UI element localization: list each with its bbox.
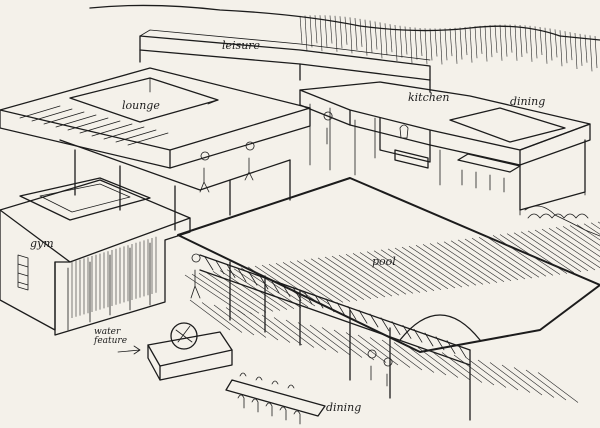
label-kitchen: kitchen [408,91,450,104]
right-hedge [524,205,600,237]
water-feature-arrow [117,345,141,355]
label-pool: pool [372,255,396,268]
label-dining-top: dining [510,95,546,108]
water-feature [147,322,233,381]
label-leisure: leisure [222,39,261,52]
label-gym: gym [30,237,54,250]
kitchen-dining-pavilion [299,81,591,216]
people [190,111,393,387]
lounge-wing [0,67,311,169]
dining-table-bottom [225,372,326,425]
gym-building [0,177,191,336]
label-lounge: lounge [122,99,160,112]
deck-planks [189,299,579,403]
hill-ridge [89,4,600,41]
label-water-feature: water feature [94,327,128,347]
pool-pergola [199,254,481,421]
label-dining-bottom: dining [326,401,362,414]
